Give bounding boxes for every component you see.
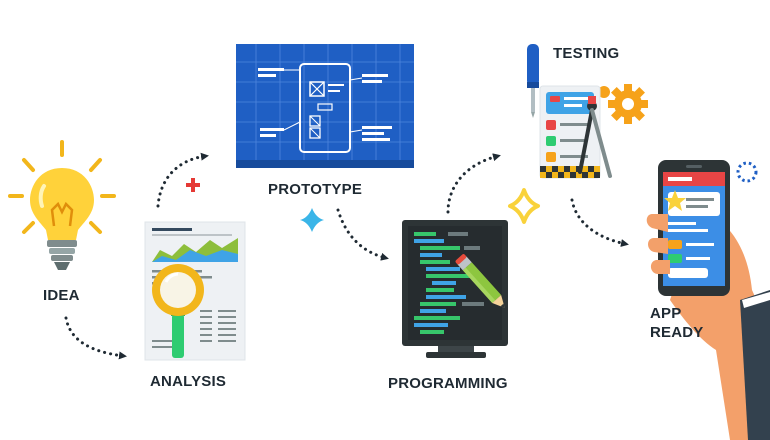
- arrow-analysis-to-prototype: [156, 152, 209, 208]
- dotted-circle-icon: [736, 161, 758, 183]
- arrow-prototype-to-programming: [336, 208, 389, 261]
- stage-label-app-line1: APP: [650, 305, 682, 322]
- stage-label-app-line2: READY: [650, 324, 704, 341]
- arrow-testing-to-app: [570, 198, 629, 247]
- light-bulb-icon: [8, 140, 116, 270]
- star-icon: [664, 190, 686, 211]
- stage-label-testing: TESTING: [553, 45, 620, 62]
- hand-fingers: [646, 214, 670, 274]
- screwdriver-icon: [527, 44, 539, 118]
- gear-icon: [598, 84, 648, 124]
- arrow-idea-to-analysis: [64, 316, 127, 360]
- sparkle-icon: [300, 208, 324, 232]
- plus-icon: [186, 178, 200, 192]
- sparkle-icon-yellow: [508, 188, 540, 224]
- code-monitor-icon: [402, 220, 508, 358]
- stage-label-prototype: PROTOTYPE: [268, 181, 363, 198]
- arrow-programming-to-testing: [446, 153, 501, 214]
- smartphone-icon: [658, 160, 730, 296]
- compass-icon: [578, 96, 612, 178]
- stage-label-analysis: ANALYSIS: [150, 373, 227, 390]
- stage-label-app-ready: APP READY: [650, 304, 704, 342]
- stage-label-programming: PROGRAMMING: [388, 375, 508, 392]
- stage-label-idea: IDEA: [43, 287, 80, 304]
- pencil-icon: [455, 254, 505, 308]
- magnifier-icon: [152, 264, 204, 358]
- blueprint-icon: [236, 44, 414, 168]
